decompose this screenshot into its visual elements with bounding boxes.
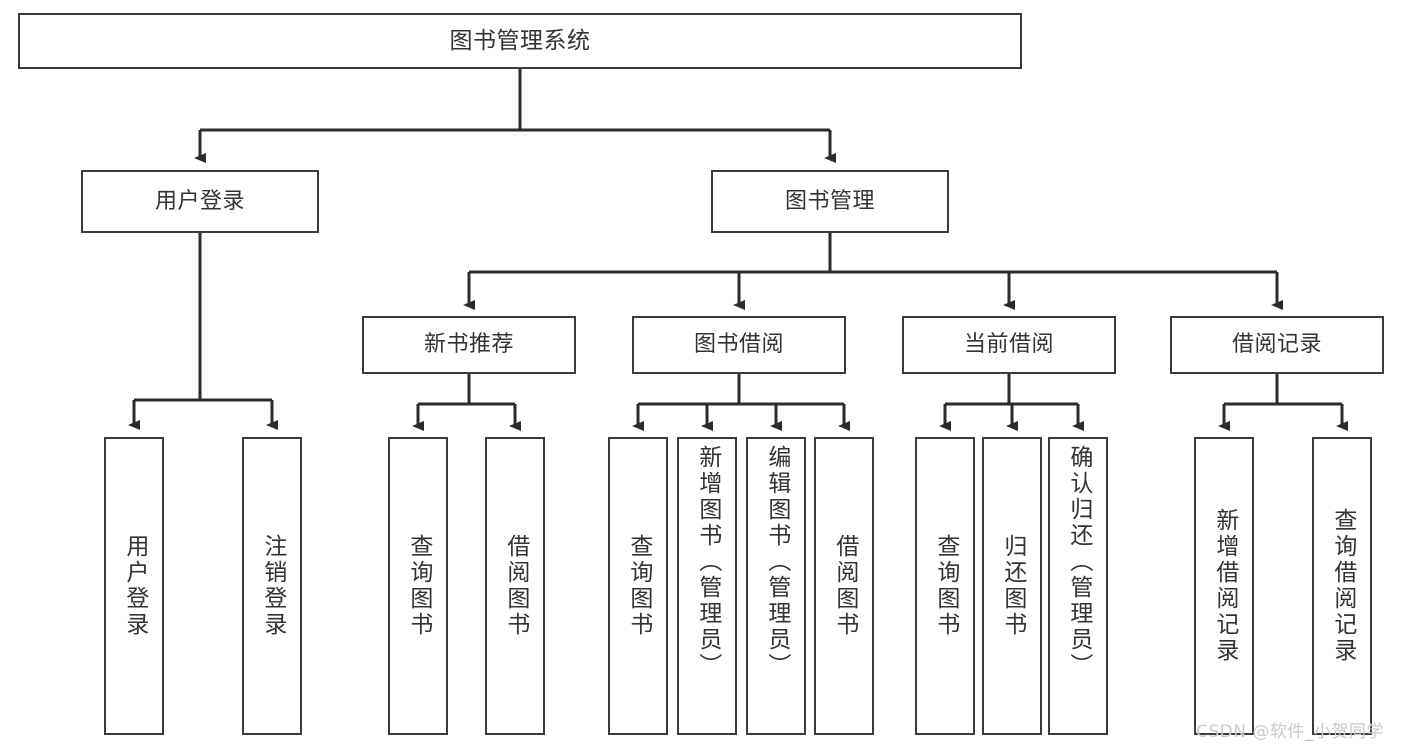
node-label: 归还图书 [999, 534, 1026, 638]
node-label: 新书推荐 [423, 332, 514, 358]
node-label: 图书管理 [784, 188, 875, 214]
leaf-edit-book-admin[interactable]: 编辑图书（管理员） [746, 437, 806, 735]
node-borrow-record[interactable]: 借阅记录 [1170, 316, 1384, 374]
node-label: 确认归还（管理员） [1065, 445, 1092, 679]
node-root-system[interactable]: 图书管理系统 [18, 13, 1022, 69]
node-book-borrow[interactable]: 图书借阅 [632, 316, 846, 374]
csdn-watermark: CSDN @软件_小贺同学 [1196, 722, 1384, 742]
node-label: 借阅图书 [831, 534, 858, 638]
leaf-return-book[interactable]: 归还图书 [982, 437, 1042, 735]
leaf-logout[interactable]: 注销登录 [242, 437, 302, 735]
leaf-add-borrow-record[interactable]: 新增借阅记录 [1194, 437, 1254, 735]
node-label: 查询图书 [405, 534, 432, 638]
node-label: 查询图书 [932, 534, 959, 638]
node-label: 新增借阅记录 [1211, 508, 1238, 664]
node-label: 用户登录 [121, 534, 148, 638]
leaf-query-book-borrow[interactable]: 查询图书 [608, 437, 668, 735]
node-label: 新增图书（管理员） [694, 445, 721, 679]
node-label: 图书管理系统 [449, 27, 591, 54]
node-book-management[interactable]: 图书管理 [711, 170, 949, 233]
leaf-query-book-current[interactable]: 查询图书 [915, 437, 975, 735]
node-label: 借阅记录 [1231, 332, 1322, 358]
leaf-confirm-return-admin[interactable]: 确认归还（管理员） [1048, 437, 1108, 735]
node-current-borrow[interactable]: 当前借阅 [902, 316, 1116, 374]
node-new-book-recommend[interactable]: 新书推荐 [362, 316, 576, 374]
node-label: 注销登录 [259, 534, 286, 638]
leaf-borrow-book-rec[interactable]: 借阅图书 [485, 437, 545, 735]
node-label: 借阅图书 [502, 534, 529, 638]
leaf-query-book-rec[interactable]: 查询图书 [388, 437, 448, 735]
node-label: 图书借阅 [693, 332, 784, 358]
node-user-login[interactable]: 用户登录 [81, 170, 319, 233]
node-label: 编辑图书（管理员） [763, 445, 790, 679]
leaf-add-book-admin[interactable]: 新增图书（管理员） [677, 437, 737, 735]
node-label: 查询图书 [625, 534, 652, 638]
leaf-query-borrow-record[interactable]: 查询借阅记录 [1312, 437, 1372, 735]
leaf-borrow-book[interactable]: 借阅图书 [814, 437, 874, 735]
leaf-user-login[interactable]: 用户登录 [104, 437, 164, 735]
node-label: 查询借阅记录 [1329, 508, 1356, 664]
node-label: 用户登录 [154, 188, 245, 214]
node-label: 当前借阅 [963, 332, 1054, 358]
